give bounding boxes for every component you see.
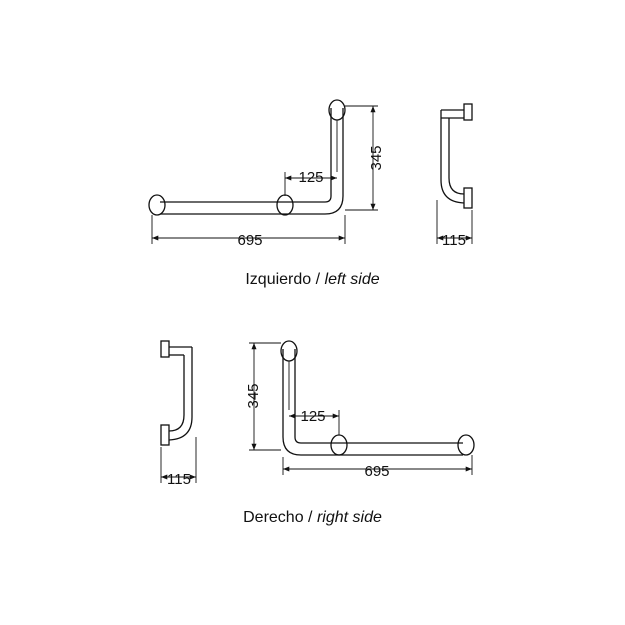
right-dim-width: 695 [364,463,389,480]
left-dim-width: 695 [237,232,262,249]
left-side-dimensions [436,200,473,244]
right-grab-bar-front-view [280,340,475,456]
right-caption-sep: / [303,509,317,526]
right-dim-offset: 125 [300,408,325,425]
left-grab-bar-front-view [148,99,346,216]
right-grab-bar-side-view [160,340,193,446]
left-grab-bar-side-view [440,103,473,209]
left-side-caption: Izquierdo / left side [0,271,625,289]
right-caption-en: right side [316,509,382,526]
left-dim-depth: 115 [442,232,466,249]
right-front-dimensions [249,342,473,475]
right-side-dimensions [160,437,197,483]
right-side-caption: Derecho / right side [0,509,625,527]
left-caption-sep: / [311,271,325,288]
left-dim-offset: 125 [298,169,323,186]
right-dim-height: 345 [245,383,262,408]
left-caption-es: Izquierdo [245,271,312,288]
left-dim-height: 345 [368,145,385,170]
left-caption-en: left side [324,271,380,288]
left-front-dimensions [151,105,378,244]
right-dim-depth: 115 [167,471,191,488]
right-caption-es: Derecho [243,509,304,526]
